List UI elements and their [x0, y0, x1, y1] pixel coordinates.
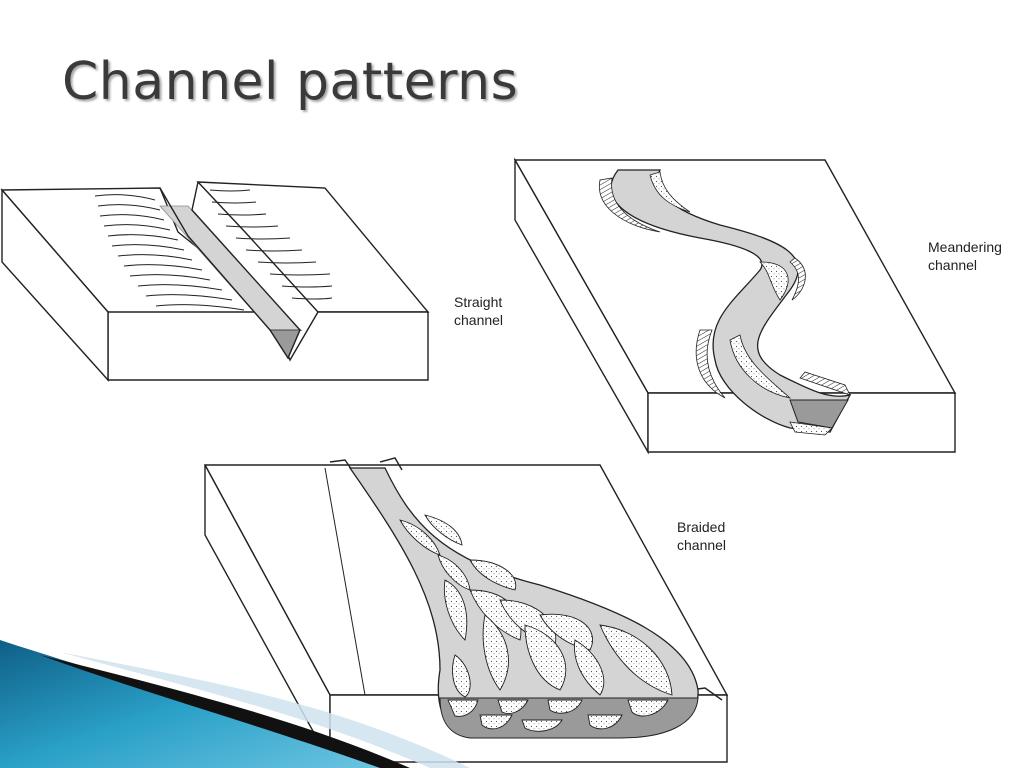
meandering-channel-label-line1: Meandering [928, 239, 1002, 255]
meandering-channel-river [598, 169, 852, 436]
decorative-corner-swoosh [0, 640, 470, 768]
braided-channel-label-line2: channel [677, 537, 726, 553]
straight-channel-bank-hachures [94, 189, 333, 311]
straight-channel-label-line1: Straight [454, 294, 502, 310]
braided-channel-river [348, 467, 699, 739]
braided-channel-label-line1: Braided [677, 519, 725, 535]
meandering-channel-label-line2: channel [928, 257, 977, 273]
straight-channel-label-line2: channel [454, 312, 503, 328]
slide-title: Channel patterns [62, 52, 519, 112]
straight-channel-block [0, 181, 430, 382]
